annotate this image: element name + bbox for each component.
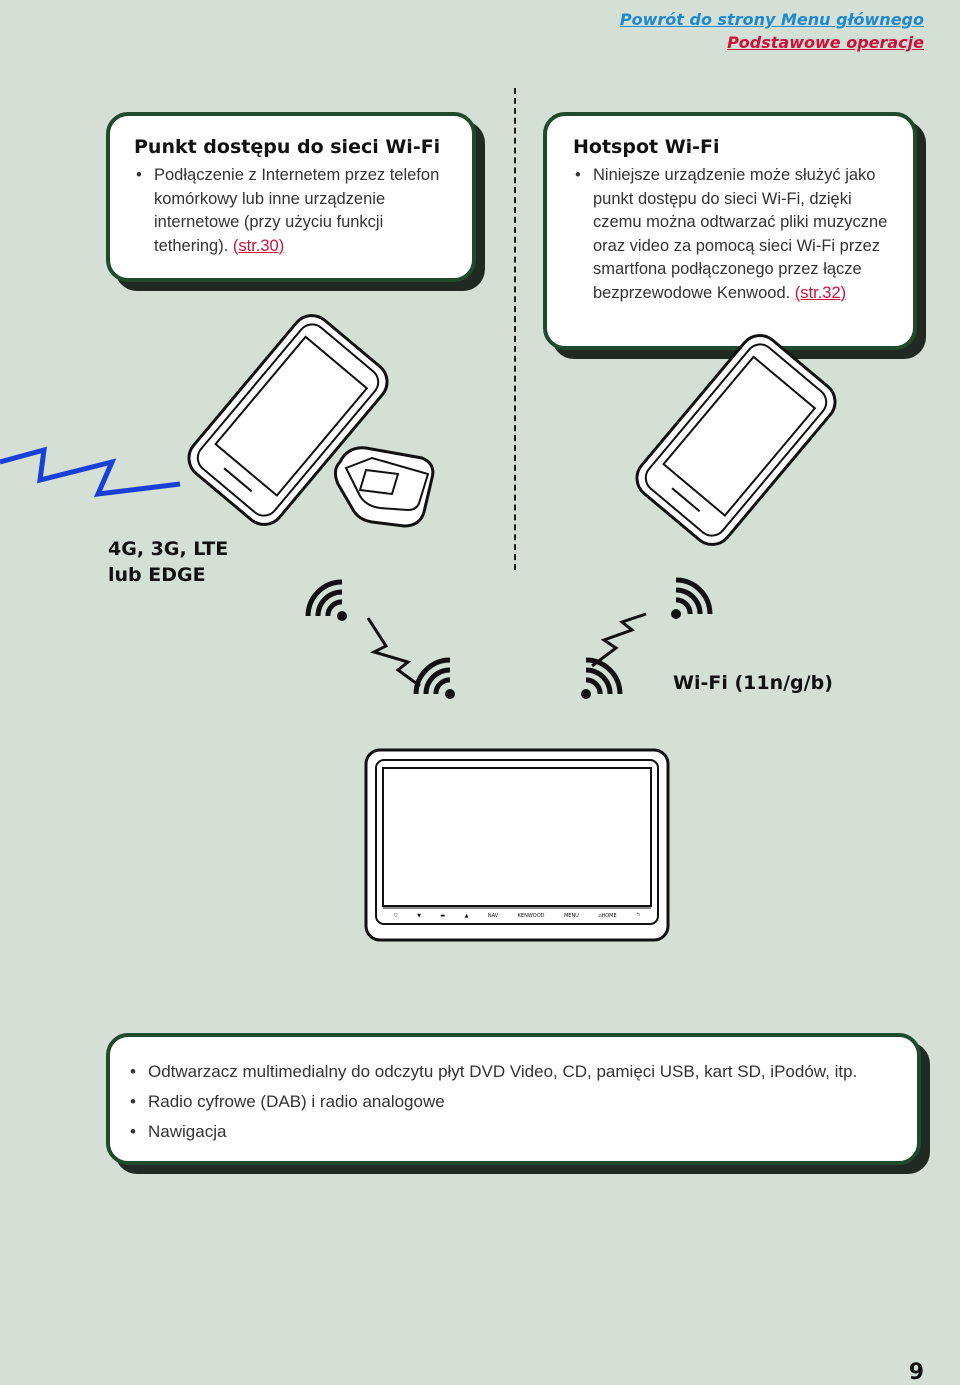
access-point-title: Punkt dostępu do sieci Wi-Fi — [134, 136, 441, 158]
hotspot-text: Niniejsze urządzenie może służyć jako pu… — [593, 166, 888, 302]
network-label-line1: 4G, 3G, LTE — [108, 538, 229, 560]
head-unit-button: ▽ — [393, 913, 398, 919]
hotspot-page-ref-link[interactable]: (str.32) — [794, 283, 847, 302]
access-point-callout: Punkt dostępu do sieci Wi-Fi Podłączenie… — [106, 112, 476, 282]
access-point-list: Podłączenie z Internetem przez telefon k… — [134, 164, 458, 258]
wifi-signal-icon — [671, 577, 713, 619]
wifi-signal-icon — [305, 579, 347, 621]
wifi-signal-icon — [581, 657, 623, 699]
features-callout: Odtwarzacz multimedialny do odczytu płyt… — [106, 1033, 921, 1165]
hotspot-title: Hotspot Wi-Fi — [573, 136, 720, 158]
access-point-page-ref-link[interactable]: (str.30) — [232, 236, 285, 255]
main-menu-link[interactable]: Powrót do strony Menu głównego — [619, 10, 924, 29]
head-unit-button: ▬ — [440, 913, 446, 919]
head-unit-button: ▼ — [417, 913, 421, 919]
illustration — [0, 314, 837, 942]
mobile-router-icon — [333, 446, 435, 528]
head-unit-button: MENU — [563, 913, 579, 919]
wireless-link-right-icon — [591, 612, 647, 668]
page-number: 9 — [908, 1360, 924, 1385]
access-point-text: Podłączenie z Internetem przez telefon k… — [154, 166, 440, 255]
head-unit-button: NAV — [487, 913, 499, 919]
hotspot-callout: Hotspot Wi-Fi Niniejsze urządzenie może … — [543, 112, 917, 350]
network-label-line2: lub EDGE — [108, 564, 206, 586]
head-unit-button: ▲ — [464, 913, 469, 919]
wifi-signal-icon — [413, 657, 455, 699]
head-unit-button: ⮌ — [636, 912, 641, 918]
divider-dashed-line — [514, 88, 516, 570]
network-label: 4G, 3G, LTE lub EDGE — [108, 536, 228, 588]
access-point-item: Podłączenie z Internetem przez telefon k… — [134, 164, 458, 258]
features-list: Odtwarzacz multimedialny do odczytu płyt… — [128, 1057, 903, 1147]
wifi-label: Wi-Fi (11n/g/b) — [673, 672, 833, 694]
head-unit-button: ⌂HOME — [598, 913, 617, 919]
basic-operations-link[interactable]: Podstawowe operacje — [727, 33, 924, 52]
head-unit-icon — [364, 748, 670, 942]
smartphone-right-icon — [635, 334, 837, 546]
head-unit-brand: KENWOOD — [517, 913, 545, 919]
smartphone-left-icon — [187, 314, 389, 526]
head-unit-button-bar: ▽ ▼ ▬ ▲ NAV KENWOOD MENU ⌂HOME ⮌ — [384, 910, 650, 922]
cellular-signal-icon — [0, 446, 181, 498]
hotspot-item: Niniejsze urządzenie może służyć jako pu… — [573, 164, 899, 305]
feature-item: Odtwarzacz multimedialny do odczytu płyt… — [128, 1057, 903, 1087]
hotspot-list: Niniejsze urządzenie może służyć jako pu… — [573, 164, 899, 305]
feature-item: Radio cyfrowe (DAB) i radio analogowe — [128, 1087, 903, 1117]
nav-links: Powrót do strony Menu głównego Podstawow… — [620, 8, 924, 54]
feature-item: Nawigacja — [128, 1117, 903, 1147]
wireless-link-left-icon — [366, 617, 421, 688]
